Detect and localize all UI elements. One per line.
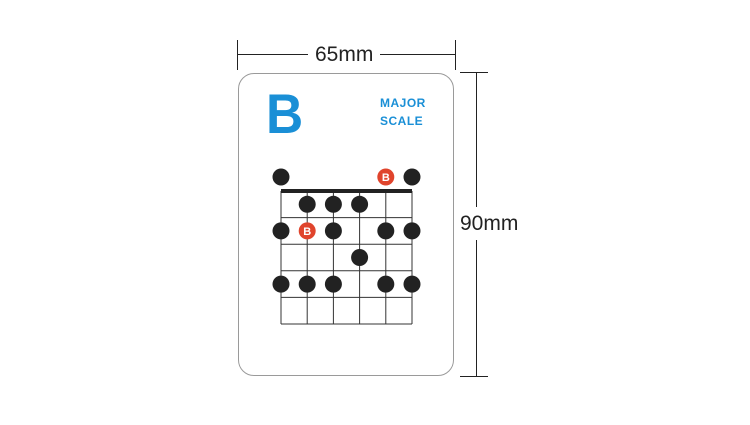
note-dot: [377, 222, 395, 240]
height-tick-top: [460, 72, 488, 73]
open-string-dot: [403, 168, 421, 186]
key-title: B: [266, 82, 304, 145]
scale-card: [238, 73, 454, 376]
width-label: 65mm: [308, 44, 381, 65]
root-note-dot: [298, 222, 316, 240]
root-note-dot: [377, 168, 395, 186]
note-dot: [272, 275, 290, 293]
note-dot: [403, 222, 421, 240]
scale-type-line2: SCALE: [380, 114, 424, 128]
width-tick-left: [237, 40, 238, 70]
note-dot: [403, 275, 421, 293]
note-dot: [298, 195, 316, 213]
open-string-dot: [272, 168, 290, 186]
height-tick-bottom: [460, 376, 488, 377]
root-note-label: B: [382, 172, 390, 184]
note-dot: [351, 249, 369, 266]
note-dot: [298, 275, 316, 293]
note-dot: [324, 275, 342, 293]
root-note-label: B: [303, 226, 311, 238]
height-label: 90mm: [458, 207, 521, 240]
note-dot: [324, 222, 342, 240]
width-tick-right: [455, 40, 456, 70]
note-dot: [351, 195, 369, 213]
note-dot: [377, 275, 395, 293]
scale-type-line1: MAJOR: [380, 96, 426, 110]
nut: [281, 189, 412, 193]
note-dot: [324, 195, 342, 213]
note-dot: [272, 222, 290, 240]
